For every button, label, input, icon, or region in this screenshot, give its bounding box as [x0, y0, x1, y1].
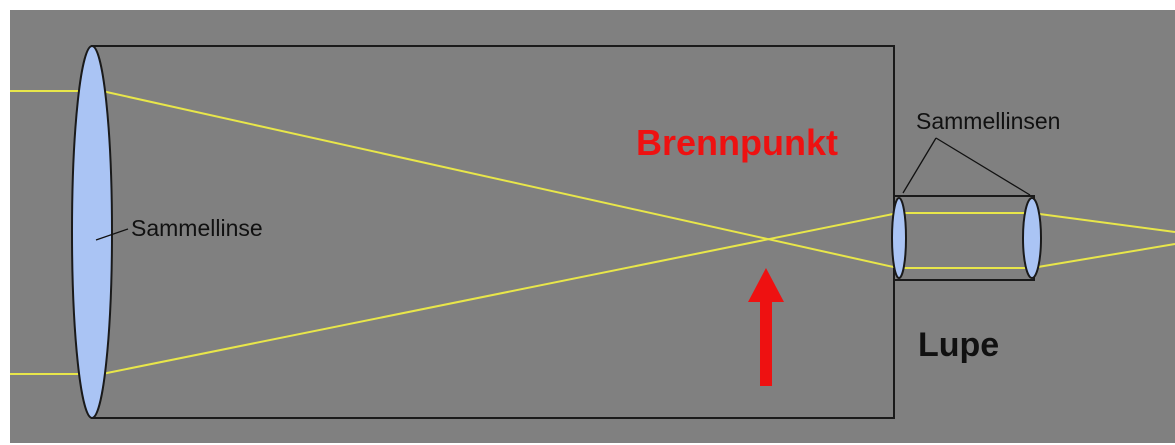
- background-panel: [10, 10, 1175, 443]
- eyepiece-lens-front: [891, 197, 907, 279]
- ray-exit-upper: [1031, 212, 1175, 233]
- ray-converging-lower: [101, 212, 899, 375]
- ray-exit-lower: [1031, 243, 1175, 269]
- objective-lens-label: Sammellinse: [131, 215, 263, 241]
- eyepiece-lenses-label: Sammellinsen: [916, 108, 1060, 134]
- objective-lens: [71, 45, 113, 419]
- focal-arrow: [748, 268, 784, 386]
- eyepiece-lens-rear: [1022, 197, 1042, 279]
- magnifier-label: Lupe: [918, 326, 999, 364]
- focal-arrow-shaft: [760, 298, 772, 386]
- leader-lines: [95, 137, 1031, 241]
- leader-eyepiece-front: [902, 137, 937, 194]
- ray-converging-upper: [101, 90, 899, 269]
- leader-objective: [95, 228, 129, 241]
- light-rays: [10, 90, 1175, 375]
- focal-point-label: Brennpunkt: [636, 122, 838, 163]
- focal-arrow-head: [748, 268, 784, 302]
- leader-eyepiece-rear: [935, 137, 1031, 196]
